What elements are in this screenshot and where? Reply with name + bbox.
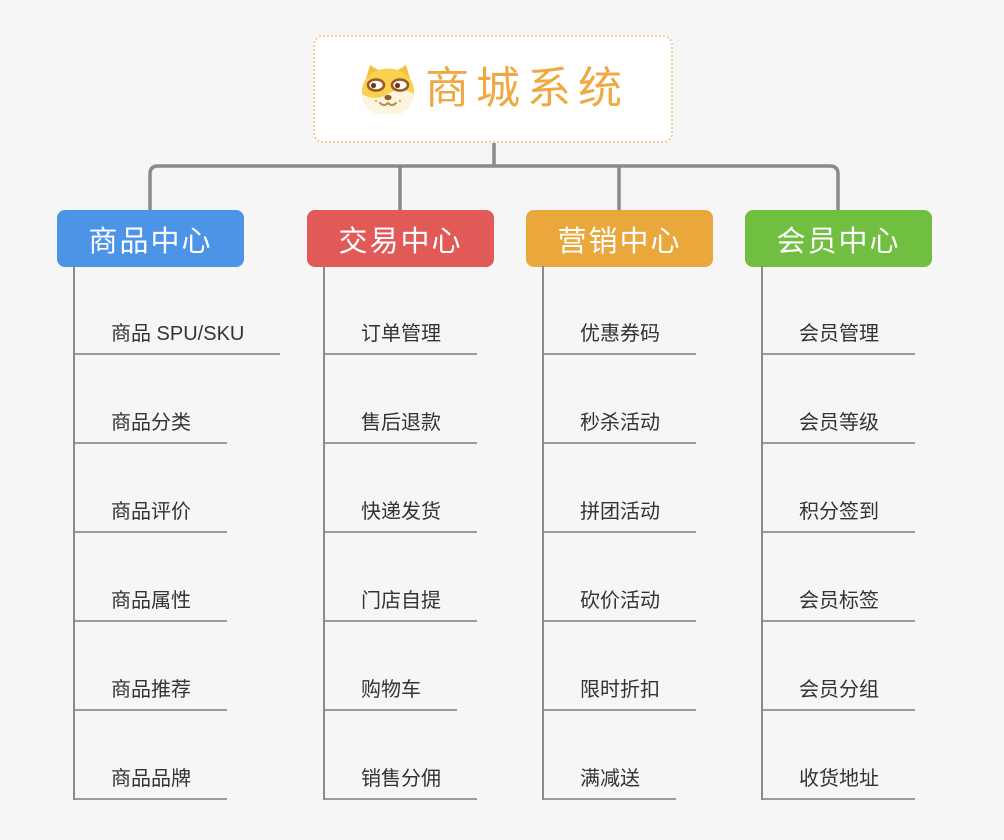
- leaf-node[interactable]: 会员等级: [763, 355, 915, 444]
- leaf-label: 商品 SPU/SKU: [75, 322, 281, 355]
- leaf-label: 积分签到: [763, 500, 915, 533]
- leaf-node[interactable]: 拼团活动: [544, 444, 696, 533]
- leaf-label: 商品品牌: [75, 767, 227, 800]
- leaf-node[interactable]: 销售分佣: [325, 711, 477, 800]
- branch-node-3[interactable]: 营销中心: [526, 210, 713, 267]
- leaf-label: 快递发货: [325, 500, 477, 533]
- leaf-label: 拼团活动: [544, 500, 696, 533]
- leaf-node[interactable]: 限时折扣: [544, 622, 696, 711]
- leaf-label: 商品属性: [75, 589, 227, 622]
- branch-children: 会员管理会员等级积分签到会员标签会员分组收货地址: [761, 266, 915, 800]
- leaf-label: 售后退款: [325, 411, 477, 444]
- leaf-node[interactable]: 商品评价: [75, 444, 280, 533]
- leaf-node[interactable]: 收货地址: [763, 711, 915, 800]
- leaf-label: 购物车: [325, 678, 457, 711]
- branch-children: 商品 SPU/SKU 商品分类商品评价商品属性商品推荐商品品牌: [73, 266, 281, 800]
- leaf-label: 销售分佣: [325, 767, 477, 800]
- leaf-node[interactable]: 会员分组: [763, 622, 915, 711]
- leaf-node[interactable]: 订单管理: [325, 266, 477, 355]
- leaf-node[interactable]: 门店自提: [325, 533, 477, 622]
- leaf-label: 商品分类: [75, 411, 227, 444]
- leaf-label: 砍价活动: [544, 589, 696, 622]
- leaf-label: 秒杀活动: [544, 411, 696, 444]
- leaf-node[interactable]: 商品品牌: [75, 711, 280, 800]
- leaf-label: 订单管理: [325, 322, 477, 355]
- leaf-label: 限时折扣: [544, 678, 696, 711]
- leaf-label: 商品推荐: [75, 678, 227, 711]
- root-title: 商城系统: [425, 64, 629, 113]
- leaf-label: 门店自提: [325, 589, 477, 622]
- leaf-node[interactable]: 快递发货: [325, 444, 477, 533]
- leaf-label: 满减送: [544, 767, 676, 800]
- leaf-node[interactable]: 满减送: [544, 711, 696, 800]
- root-node[interactable]: 商城系统: [313, 35, 673, 143]
- leaf-node[interactable]: 商品推荐: [75, 622, 280, 711]
- leaf-label: 会员标签: [763, 589, 915, 622]
- dog-face-icon: [362, 65, 414, 114]
- leaf-node[interactable]: 会员标签: [763, 533, 915, 622]
- leaf-label: 会员分组: [763, 678, 915, 711]
- leaf-node[interactable]: 售后退款: [325, 355, 477, 444]
- leaf-node[interactable]: 商品 SPU/SKU: [75, 266, 281, 355]
- leaf-node[interactable]: 秒杀活动: [544, 355, 696, 444]
- leaf-node[interactable]: 商品分类: [75, 355, 280, 444]
- leaf-node[interactable]: 购物车: [325, 622, 477, 711]
- leaf-label: 收货地址: [763, 767, 915, 800]
- branch-node-2[interactable]: 交易中心: [307, 210, 494, 267]
- leaf-label: 商品评价: [75, 500, 227, 533]
- branch-node-1[interactable]: 商品中心: [57, 210, 244, 267]
- branch-children: 优惠券码秒杀活动拼团活动砍价活动限时折扣满减送: [542, 266, 696, 800]
- leaf-node[interactable]: 砍价活动: [544, 533, 696, 622]
- leaf-node[interactable]: 会员管理: [763, 266, 915, 355]
- leaf-node[interactable]: 优惠券码: [544, 266, 696, 355]
- leaf-node[interactable]: 积分签到: [763, 444, 915, 533]
- leaf-node[interactable]: 商品属性: [75, 533, 280, 622]
- leaf-label: 会员管理: [763, 322, 915, 355]
- leaf-label: 优惠券码: [544, 322, 696, 355]
- branch-children: 订单管理售后退款快递发货门店自提购物车销售分佣: [323, 266, 477, 800]
- branch-node-4[interactable]: 会员中心: [745, 210, 932, 267]
- leaf-label: 会员等级: [763, 411, 915, 444]
